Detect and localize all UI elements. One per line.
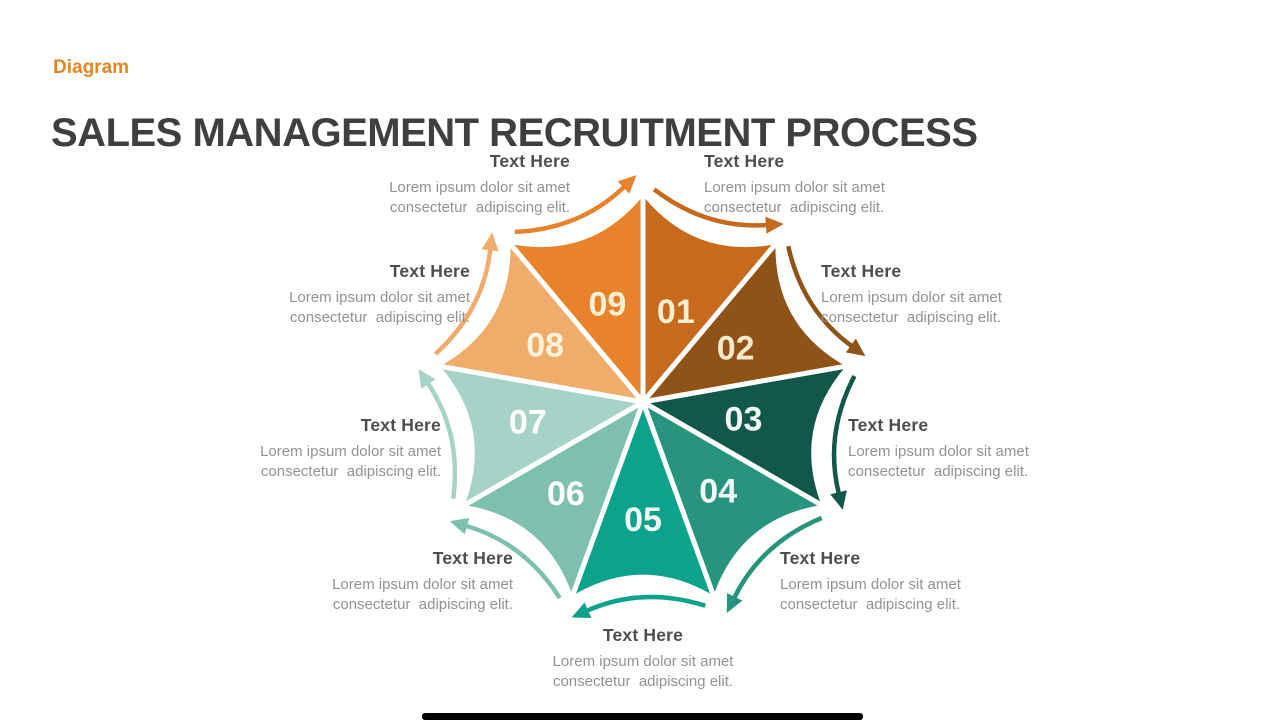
- label-02-line2: consectetur adipiscing elit.: [821, 308, 1002, 326]
- label-02-line1: Lorem ipsum dolor sit amet: [821, 289, 1002, 306]
- label-01-heading: Text Here: [704, 151, 785, 171]
- segment-02-number: 02: [717, 330, 755, 368]
- label-05-line2: consectetur adipiscing elit.: [552, 672, 734, 690]
- page-title: SALES MANAGEMENT RECRUITMENT PROCESS: [51, 110, 978, 155]
- label-05: Text Here Lorem ipsum dolor sit amet con…: [493, 625, 793, 691]
- segment-08: [433, 238, 646, 405]
- label-03: Text Here Lorem ipsum dolor sit amet con…: [848, 415, 1078, 481]
- segment-05-number: 05: [624, 501, 662, 539]
- segment-04-arrow: [732, 515, 823, 599]
- segment-08-arrow: [433, 249, 493, 356]
- label-02-heading: Text Here: [821, 261, 902, 281]
- segment-04: [640, 399, 828, 602]
- label-07: Text Here Lorem ipsum dolor sit amet con…: [211, 415, 441, 481]
- segment-06-arrowhead-icon: [449, 518, 470, 535]
- segment-07: [433, 363, 646, 510]
- segment-09: [505, 189, 646, 405]
- label-07-line2: consectetur adipiscing elit.: [260, 462, 441, 480]
- label-04-heading: Text Here: [780, 548, 861, 568]
- segment-03: [640, 363, 853, 510]
- label-08-line1: Lorem ipsum dolor sit amet: [289, 289, 470, 306]
- label-06-heading: Text Here: [432, 548, 513, 568]
- label-09-line1: Lorem ipsum dolor sit amet: [389, 179, 570, 196]
- segment-06-number: 06: [547, 475, 585, 513]
- segment-05-arrow: [586, 594, 706, 613]
- segment-03-arrowhead-icon: [830, 490, 847, 510]
- segment-04-number: 04: [699, 473, 737, 511]
- segment-09-number: 09: [589, 285, 627, 323]
- label-01-line1: Lorem ipsum dolor sit amet: [704, 179, 885, 196]
- label-04: Text Here Lorem ipsum dolor sit amet con…: [780, 548, 1010, 614]
- label-03-line1: Lorem ipsum dolor sit amet: [848, 443, 1029, 460]
- label-05-line1: Lorem ipsum dolor sit amet: [552, 653, 734, 670]
- segment-01-arrowhead-icon: [765, 216, 784, 234]
- segment-02-arrowhead-icon: [845, 338, 866, 357]
- label-09-line2: consectetur adipiscing elit.: [389, 198, 570, 216]
- label-08-heading: Text Here: [389, 261, 470, 281]
- label-01-line2: consectetur adipiscing elit.: [704, 198, 885, 216]
- segment-03-number: 03: [725, 401, 763, 439]
- label-01: Text Here Lorem ipsum dolor sit amet con…: [704, 151, 934, 217]
- label-04-line2: consectetur adipiscing elit.: [780, 595, 961, 613]
- label-08-line2: consectetur adipiscing elit.: [289, 308, 470, 326]
- segment-09-arrow: [514, 185, 626, 235]
- label-04-line1: Lorem ipsum dolor sit amet: [780, 576, 961, 593]
- eyebrow-label: Diagram: [53, 57, 130, 78]
- segment-06-arrow: [465, 523, 562, 600]
- label-02: Text Here Lorem ipsum dolor sit amet con…: [821, 261, 1051, 327]
- segment-05-arrowhead-icon: [571, 602, 592, 619]
- segment-02: [640, 238, 853, 405]
- segment-02-arrow: [786, 245, 853, 348]
- label-03-line2: consectetur adipiscing elit.: [848, 462, 1029, 480]
- label-06-line1: Lorem ipsum dolor sit amet: [332, 576, 513, 593]
- segment-07-number: 07: [509, 403, 547, 441]
- label-06: Text Here Lorem ipsum dolor sit amet con…: [283, 548, 513, 614]
- bottom-bar: [422, 713, 863, 720]
- label-07-line1: Lorem ipsum dolor sit amet: [260, 443, 441, 460]
- segment-01-arrow: [652, 187, 768, 228]
- label-09: Text Here Lorem ipsum dolor sit amet con…: [340, 151, 570, 217]
- segment-08-arrowhead-icon: [481, 232, 499, 252]
- segment-09-arrowhead-icon: [617, 175, 637, 194]
- segment-03-arrow: [831, 375, 857, 494]
- segment-07-arrowhead-icon: [418, 369, 436, 389]
- label-09-heading: Text Here: [489, 151, 570, 171]
- segment-07-arrow: [425, 381, 458, 499]
- segment-01: [640, 189, 781, 405]
- segment-04-arrowhead-icon: [726, 593, 743, 614]
- segment-06: [458, 399, 646, 602]
- label-07-heading: Text Here: [360, 415, 441, 435]
- segment-01-number: 01: [657, 293, 695, 331]
- label-03-heading: Text Here: [848, 415, 929, 435]
- segment-05: [568, 399, 718, 602]
- label-06-line2: consectetur adipiscing elit.: [332, 595, 513, 613]
- label-08: Text Here Lorem ipsum dolor sit amet con…: [240, 261, 470, 327]
- segment-08-number: 08: [526, 327, 564, 365]
- label-05-heading: Text Here: [602, 625, 684, 645]
